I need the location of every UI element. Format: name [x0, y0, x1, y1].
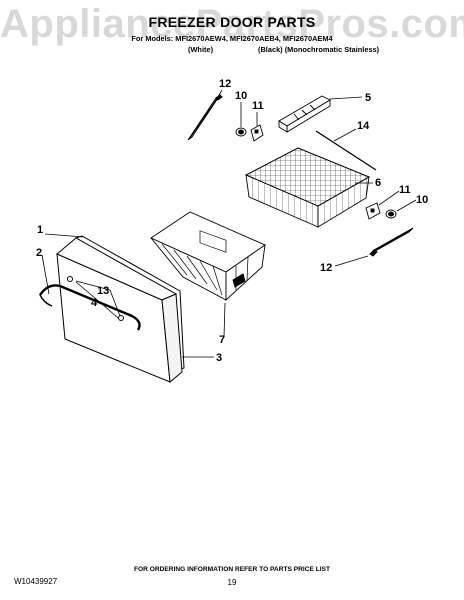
roller-right [385, 209, 397, 219]
callout-labels: 12 10 11 5 14 6 11 10 12 1 2 13 4 7 3 [36, 78, 428, 364]
callout-1: 1 [37, 224, 43, 236]
upper-wire-basket [244, 147, 371, 228]
watermark: AppliancePartsPros.com [0, 2, 464, 46]
slide-rail-left [187, 94, 223, 141]
slide-rail-right [369, 227, 414, 257]
bracket-right [365, 202, 381, 220]
callout-7: 7 [219, 334, 225, 346]
leader-lines [41, 89, 417, 358]
bracket-left [250, 124, 264, 142]
callout-5: 5 [365, 92, 371, 104]
callout-14: 14 [357, 120, 370, 132]
support-rod [315, 130, 377, 171]
page-title: FREEZER DOOR PARTS [148, 14, 316, 30]
callout-11-top: 11 [252, 100, 264, 112]
freezer-door-panel [39, 235, 185, 383]
callout-6: 6 [375, 177, 381, 189]
callout-10-top: 10 [235, 90, 247, 102]
callout-12-right: 12 [320, 262, 332, 274]
callout-10-right: 10 [416, 194, 428, 206]
ordering-info: FOR ORDERING INFORMATION REFER TO PARTS … [134, 566, 330, 573]
roller-left [235, 127, 247, 137]
lower-bin [150, 211, 266, 302]
callout-13: 13 [97, 285, 109, 297]
page-number: 19 [227, 578, 237, 587]
basket-divider [278, 95, 331, 133]
callout-2: 2 [36, 247, 42, 259]
callout-3: 3 [216, 352, 222, 364]
document-number: W10439927 [14, 577, 58, 586]
callout-11-right: 11 [399, 184, 411, 196]
callout-4: 4 [91, 297, 98, 309]
model-numbers: For Models: MFI2670AEW4, MFI2670AEB4, MF… [131, 34, 333, 43]
variant-black-stainless: (Black) (Monochromatic Stainless) [258, 45, 380, 54]
callout-12-top: 12 [219, 78, 231, 90]
variant-white: (White) [188, 45, 214, 54]
